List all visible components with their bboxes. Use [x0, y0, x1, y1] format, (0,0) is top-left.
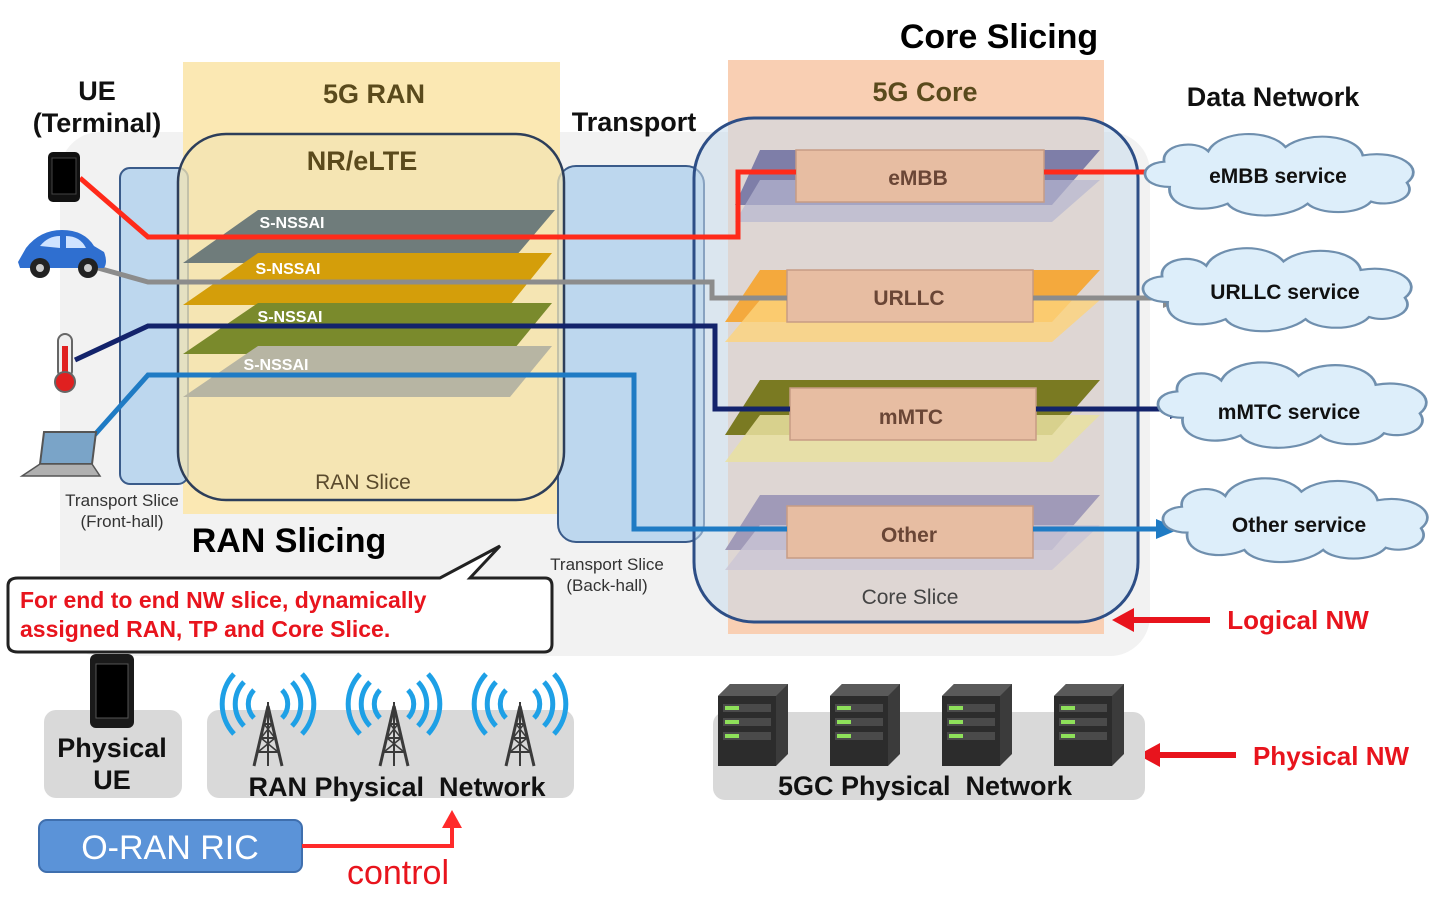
- oran-ric-label: O-RAN RIC: [81, 829, 259, 867]
- transport-backhaul-slice: [557, 165, 705, 543]
- snssai-label-4: S-NSSAI: [244, 357, 309, 374]
- other-service-label: Other service: [1232, 514, 1366, 537]
- urllc-function-box: [786, 269, 1034, 323]
- nr-elte-heading: NR/eLTE: [307, 146, 418, 176]
- snssai-plane-4: [183, 346, 552, 397]
- other-flow-line: [88, 372, 787, 532]
- embb-function-box: [795, 149, 1045, 203]
- urllc-service-label: URLLC service: [1210, 281, 1359, 304]
- mmtc-flow-line: [73, 323, 790, 412]
- callout-text-line1: For end to end NW slice, dynamically: [20, 587, 427, 613]
- server-icon: [1054, 684, 1124, 766]
- physical-ue-box: [44, 710, 182, 798]
- embb-service-label: eMBB service: [1209, 165, 1347, 188]
- embb-flow-line: [78, 169, 796, 240]
- server-icon: [718, 684, 788, 766]
- backhaul-label-line1: Transport Slice: [550, 555, 664, 574]
- snssai-label-1: S-NSSAI: [260, 215, 325, 232]
- fronthaul-label-line1: Transport Slice: [65, 491, 179, 510]
- urllc-flow-line: [97, 265, 787, 301]
- callout-box: [6, 544, 554, 654]
- snssai-label-3: S-NSSAI: [258, 309, 323, 326]
- server-icon: [830, 684, 900, 766]
- smartphone-icon: [48, 152, 80, 202]
- ue-heading-line1: UE: [78, 76, 116, 106]
- ue-heading-line2: (Terminal): [33, 108, 162, 138]
- logical-nw-label: Logical NW: [1227, 605, 1369, 635]
- physical-ue-label-line2: UE: [93, 765, 131, 795]
- backhaul-label-line2: (Back-hall): [566, 576, 647, 595]
- other-function-label: Other: [881, 524, 937, 547]
- callout-text-line2: assigned RAN, TP and Core Slice.: [20, 616, 390, 642]
- ran-heading: 5G RAN: [323, 79, 425, 109]
- core-physical-network-box: [713, 712, 1145, 800]
- control-label: control: [347, 854, 449, 892]
- physical-nw-label: Physical NW: [1253, 741, 1410, 771]
- physical-ue-label-line1: Physical: [57, 733, 167, 763]
- car-icon: [18, 230, 106, 278]
- fronthaul-label-line2: (Front-hall): [80, 512, 163, 531]
- urllc-function-label: URLLC: [873, 287, 944, 310]
- other-function-box: [786, 505, 1034, 559]
- mmtc-service-label: mMTC service: [1218, 401, 1360, 424]
- transport-heading: Transport: [572, 107, 697, 137]
- laptop-icon: [19, 431, 102, 477]
- ran-slice-label: RAN Slice: [315, 471, 411, 494]
- core-slicing-heading: Core Slicing: [900, 18, 1098, 56]
- ran-physical-network-label: RAN Physical Network: [248, 772, 546, 802]
- core-physical-network-label: 5GC Physical Network: [778, 771, 1073, 801]
- thermometer-icon: [54, 333, 76, 393]
- core-slice-label: Core Slice: [862, 586, 959, 609]
- ran-slicing-heading: RAN Slicing: [192, 522, 387, 560]
- snssai-label-2: S-NSSAI: [256, 261, 321, 278]
- control-arrow: [302, 826, 454, 848]
- snssai-plane-2: [183, 253, 552, 305]
- mmtc-function-label: mMTC: [879, 406, 943, 429]
- data-network-heading: Data Network: [1187, 82, 1361, 112]
- core-heading: 5G Core: [872, 77, 977, 107]
- mmtc-function-box: [789, 387, 1037, 441]
- server-icon: [942, 684, 1012, 766]
- embb-function-label: eMBB: [888, 167, 948, 190]
